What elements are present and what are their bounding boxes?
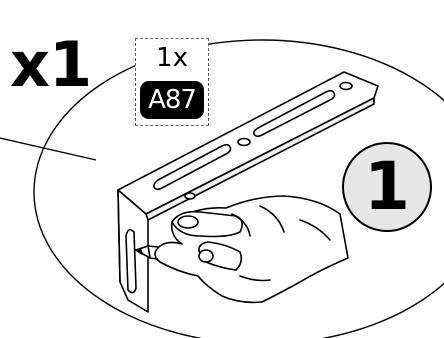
flange-slot bbox=[126, 230, 136, 293]
quantity-callout: x1 bbox=[10, 30, 91, 100]
bracket-hole bbox=[340, 83, 352, 90]
part-code-badge: A87 bbox=[140, 81, 204, 119]
leader-line bbox=[0, 138, 96, 160]
step-number-badge: 1 bbox=[342, 142, 432, 232]
bracket-hole bbox=[185, 193, 195, 199]
bracket-hole bbox=[238, 139, 250, 146]
hand bbox=[155, 196, 348, 302]
hand-with-pencil bbox=[136, 196, 348, 302]
part-quantity: 1x bbox=[136, 43, 208, 73]
part-callout-box: 1x A87 bbox=[135, 38, 209, 126]
